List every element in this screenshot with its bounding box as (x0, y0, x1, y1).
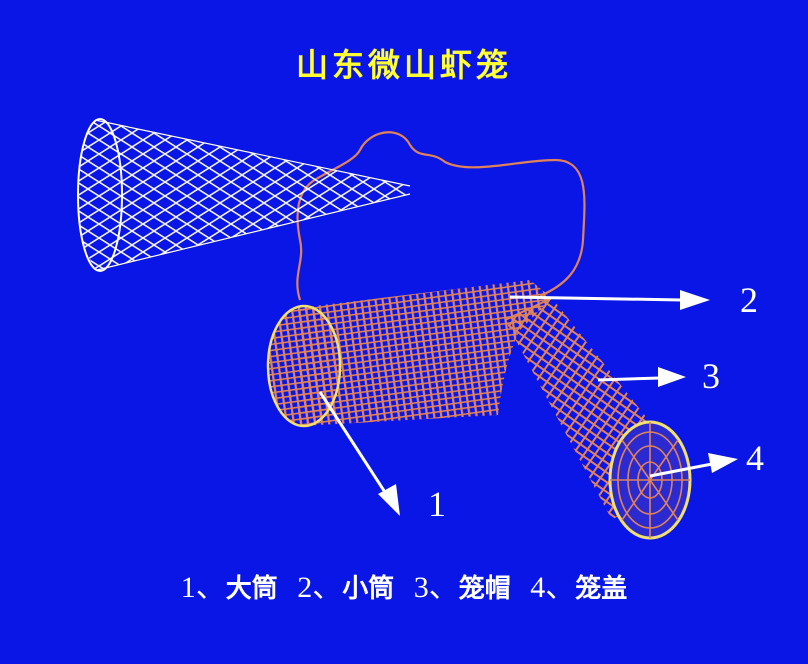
arrow-1 (318, 391, 400, 516)
cage-lid (608, 420, 692, 540)
legend-caption: 1、大筒 2、小筒 3、笼帽 4、笼盖 (0, 562, 808, 606)
legend-item-cage-cap: 3、笼帽 (414, 571, 511, 604)
legend-item-small-tube: 2、小筒 (297, 571, 394, 604)
callout-label-2: 2 (740, 280, 758, 320)
legend-text: 笼盖 (575, 574, 628, 604)
legend-num: 1、 (180, 571, 226, 604)
legend-text: 笼帽 (458, 574, 511, 604)
callout-label-4: 4 (746, 438, 764, 478)
callout-label-1: 1 (428, 484, 446, 524)
legend-text: 小筒 (342, 574, 395, 604)
legend-num: 4、 (530, 571, 576, 604)
legend-num: 2、 (297, 571, 343, 604)
tether-rope (296, 131, 586, 301)
legend-item-big-tube: 1、大筒 (181, 571, 278, 604)
slide-title: 山东微山虾笼 (295, 46, 512, 84)
arrow-2 (509, 290, 710, 310)
big-tube (266, 280, 552, 428)
callout-label-3: 3 (702, 356, 720, 396)
arrow-3 (597, 367, 686, 387)
legend-text: 大筒 (225, 574, 278, 604)
legend-num: 3、 (413, 571, 459, 604)
legend-item-cage-lid: 4、笼盖 (530, 571, 627, 604)
arrow-4 (649, 453, 738, 478)
cone-net (77, 118, 411, 272)
